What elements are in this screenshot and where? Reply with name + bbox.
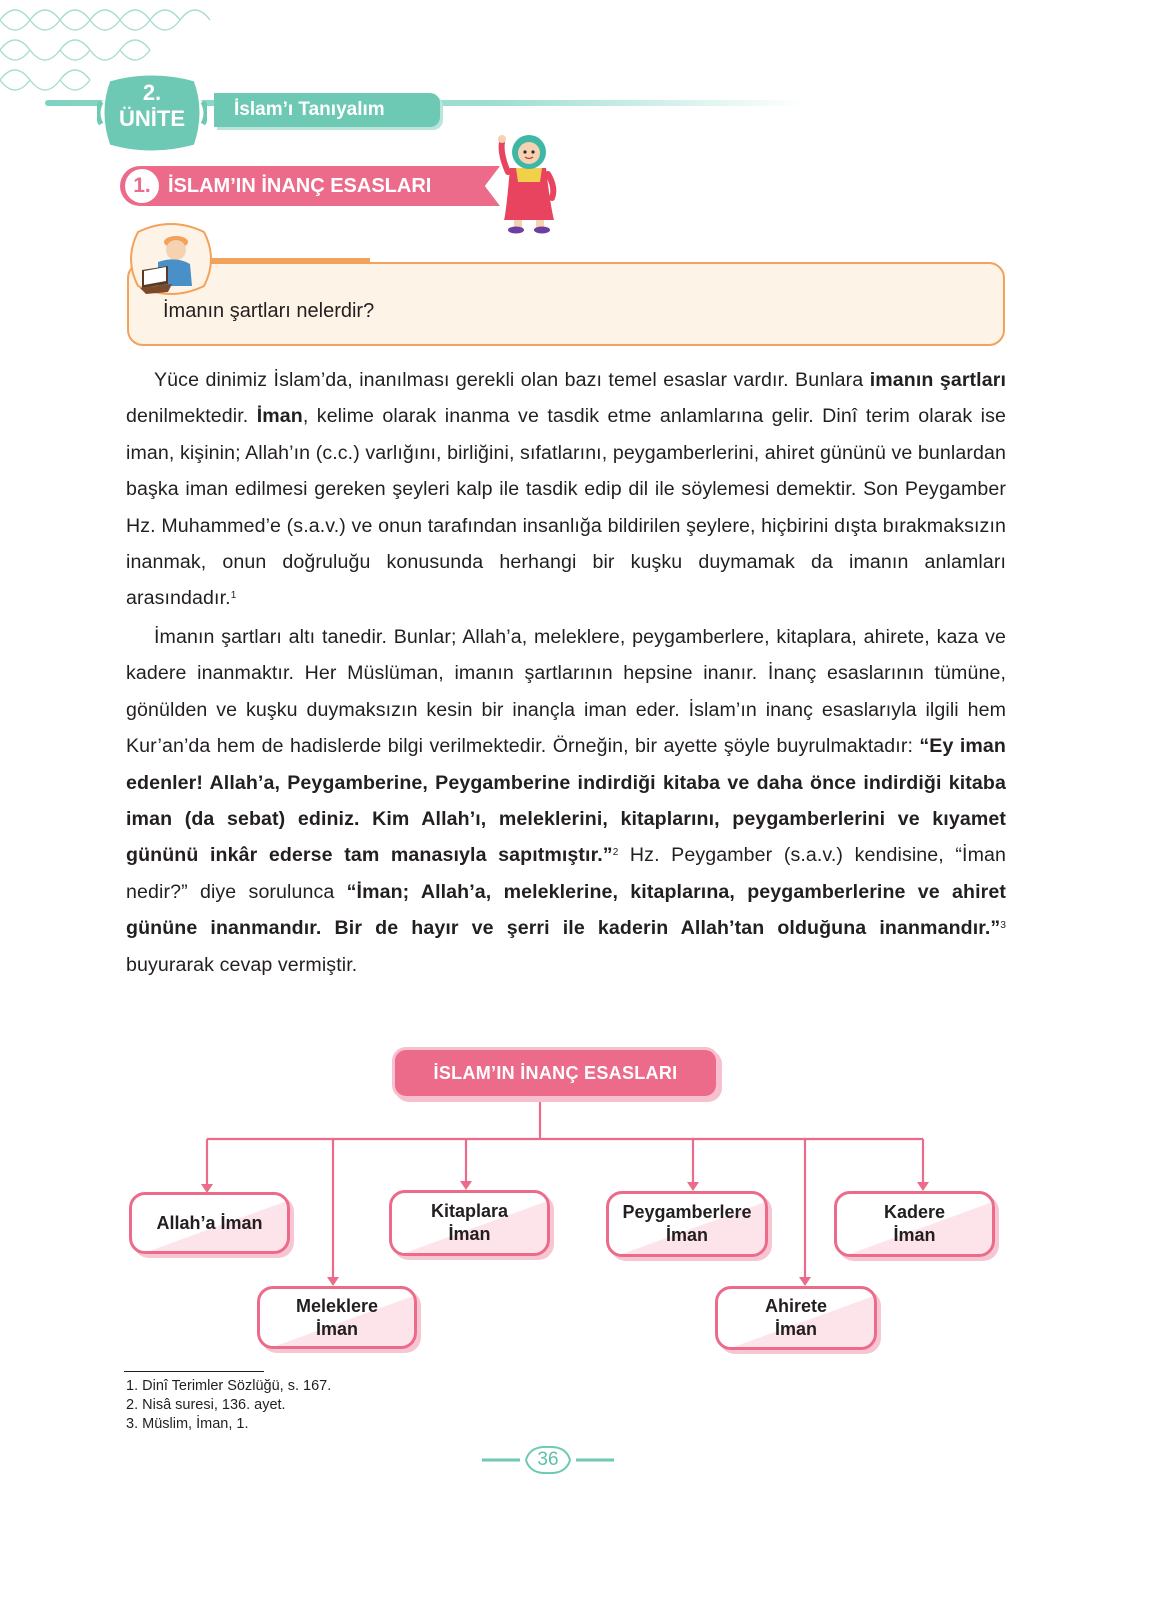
node-peygamberler-label-1: Peygamberlere: [622, 1202, 752, 1222]
footnote-3: 3. Müslim, İman, 1.: [126, 1416, 249, 1432]
footnote-ref: 2: [612, 847, 619, 859]
footnote-ref: 1: [230, 590, 237, 602]
text-run: buyurarak cevap vermiştir.: [126, 953, 358, 976]
reading-boy-illustration: [130, 223, 212, 295]
text-run: denilmektedir.: [126, 405, 257, 428]
node-melekler-label-1: Meleklere: [295, 1295, 379, 1316]
footnote-ref: 3: [1000, 920, 1006, 932]
unit-badge: 2. ÜNİTE: [97, 72, 207, 154]
node-peygamberler-label-2: İman: [665, 1225, 708, 1245]
unit-number: 2.: [142, 80, 162, 105]
bold-text: İman: [256, 405, 303, 428]
section-title: İSLAM’IN İNANÇ ESASLARI: [168, 175, 432, 197]
girl-waving-illustration: [498, 135, 557, 234]
node-kitaplar-label-1: Kitaplara: [430, 1201, 509, 1221]
question-text: İmanın şartları nelerdir?: [163, 300, 375, 322]
footnote-separator: [124, 1371, 264, 1372]
section-number: 1.: [125, 169, 159, 203]
bold-text: “İman; Allah’a, meleklerine, kitaplarına…: [126, 880, 1006, 940]
node-ahiret-label-2: İman: [774, 1319, 817, 1339]
node-kader-label-1: Kadere: [883, 1202, 946, 1222]
text-run: Yüce dinimiz İslam’da, inanılması gerekl…: [154, 369, 870, 391]
page-number: 36: [537, 1449, 559, 1470]
node-kitaplar-label-2: İman: [448, 1224, 491, 1244]
bold-text: imanın şartları: [869, 369, 1006, 391]
unit-title: İslam’ı Tanıyalım: [234, 99, 385, 120]
footnote-1: 1. Dinî Terimler Sözlüğü, s. 167.: [126, 1378, 332, 1394]
node-kader-label-2: İman: [893, 1225, 936, 1245]
unit-title-tab: İslam’ı Tanıyalım: [214, 93, 440, 127]
node-peygamberler: Peygamberlere İman: [606, 1191, 768, 1257]
text-run: , kelime olarak inanma ve tasdik etme an…: [126, 405, 1006, 610]
paragraph-1: Yüce dinimiz İslam’da, inanılması gerekl…: [126, 362, 1006, 617]
node-allah-label: Allah’a İman: [156, 1212, 263, 1233]
bold-text: “Ey iman edenler! Allah’a, Peygamberine,…: [126, 735, 1006, 867]
node-melekler: Meleklere İman: [257, 1286, 417, 1349]
question-box: [127, 262, 1005, 346]
footnote-2: 2. Nisâ suresi, 136. ayet.: [126, 1397, 286, 1413]
question-box-accent: [200, 258, 370, 262]
page-number-ornament: 36: [482, 1446, 614, 1474]
node-ahiret-label-1: Ahirete: [764, 1296, 827, 1316]
corner-ornament-pattern: [0, 9, 211, 91]
footnotes: 1. Dinî Terimler Sözlüğü, s. 167. 2. Nis…: [126, 1377, 331, 1434]
text-run: İmanın şartları altı tanedir. Bunlar; Al…: [126, 626, 1006, 758]
node-ahiret: Ahirete İman: [715, 1286, 877, 1350]
node-allah: Allah’a İman: [129, 1192, 290, 1254]
node-melekler-label-2: İman: [315, 1318, 358, 1339]
node-kitaplar: Kitaplara İman: [389, 1190, 550, 1256]
paragraph-2: İmanın şartları altı tanedir. Bunlar; Al…: [126, 619, 1006, 983]
section-heading-bar: [120, 166, 500, 206]
node-kader: Kadere İman: [834, 1191, 995, 1257]
unit-label: ÜNİTE: [119, 106, 185, 131]
diagram-root-node: İSLAM’IN İNANÇ ESASLARI: [392, 1047, 719, 1099]
text-run: Hz. Peygamber (s.a.v.) kendisine, “İman …: [126, 844, 1006, 903]
